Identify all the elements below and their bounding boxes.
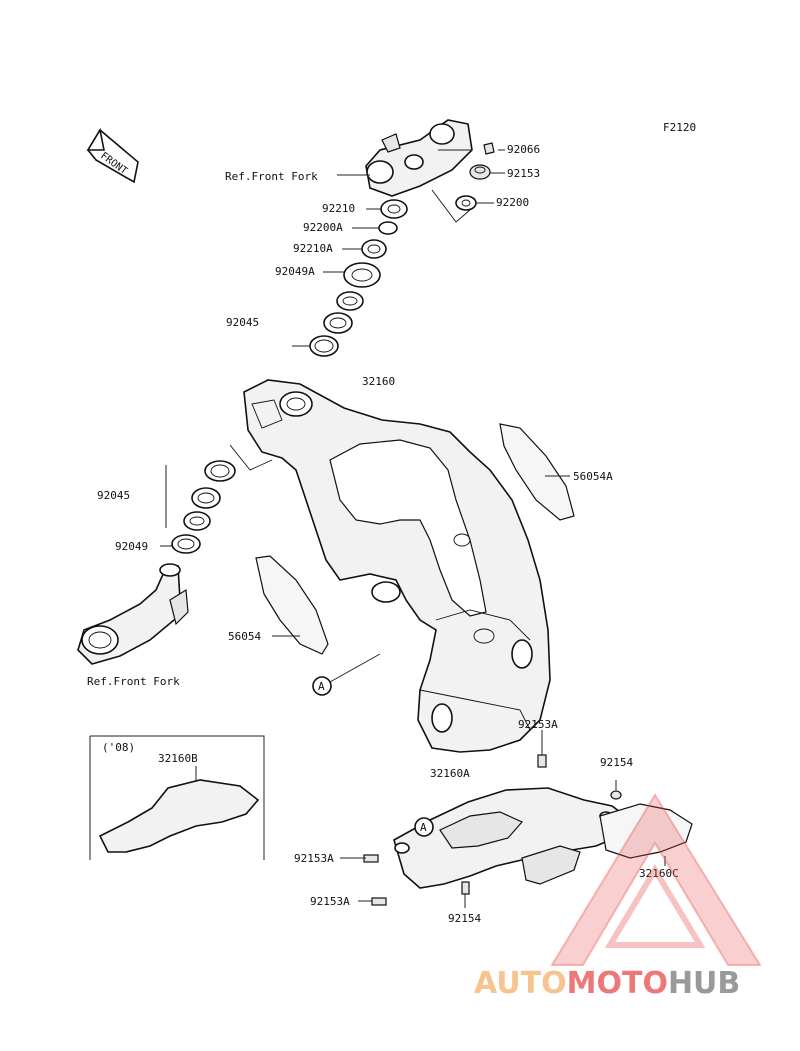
label-56054A: 56054A [573, 470, 613, 483]
inset-year: ('08) [102, 741, 135, 754]
label-92153A-bottom: 92153A [310, 895, 350, 908]
label-32160A: 32160A [430, 767, 470, 780]
label-92154-bottom: 92154 [448, 912, 481, 925]
bearing-upper [336, 291, 364, 311]
label-92066: 92066 [507, 143, 540, 156]
bolt-92153A-left [363, 854, 379, 863]
svg-text:AUTOMOTOHUB: AUTOMOTOHUB [474, 966, 740, 1001]
bolt-92154-top [610, 790, 622, 800]
front-arrow-icon: FRONT [86, 127, 139, 184]
nut-92153 [469, 164, 491, 180]
bearing-92045-top [323, 312, 353, 334]
inset-part-label: 32160B [158, 752, 198, 765]
figure-code: F2120 [663, 121, 696, 134]
main-frame-32160 [243, 379, 551, 753]
subframe-32160A [393, 787, 629, 889]
label-56054: 56054 [228, 630, 261, 643]
seal-92049A [343, 262, 381, 288]
washer-92200A [378, 221, 398, 235]
watermark-moto: MOTO [567, 966, 668, 1001]
watermark-auto: AUTO [474, 966, 567, 1001]
label-92049: 92049 [115, 540, 148, 553]
label-32160: 32160 [362, 375, 395, 388]
bearing-92045-mid [191, 487, 221, 509]
label-92200: 92200 [496, 196, 529, 209]
label-32160C: 32160C [639, 867, 679, 880]
label-92153: 92153 [507, 167, 540, 180]
watermark-triangle-icon [550, 793, 762, 966]
washer-92200 [455, 195, 477, 211]
callout-letter-subframe: A [420, 821, 427, 834]
label-92045-top: 92045 [226, 316, 259, 329]
bolt-92154-bottom [461, 881, 470, 895]
race-upper [309, 335, 339, 357]
race-lower [204, 460, 236, 482]
bolt-92153A-top [537, 730, 547, 768]
callout-a-frame: A [312, 653, 381, 696]
label-92154-top: 92154 [600, 756, 633, 769]
washer-92210 [380, 199, 408, 219]
frame-cover-56054A [499, 423, 575, 521]
frame-cover-56054 [255, 555, 329, 655]
lower-triple-clamp [77, 563, 189, 665]
nut-cap-92066 [483, 142, 495, 155]
label-ref-front-fork-top: Ref.Front Fork [225, 170, 318, 183]
callout-a-subframe: A [414, 817, 434, 837]
seal-92049 [171, 534, 201, 554]
watermark-hub: HUB [668, 966, 740, 1001]
label-92200A: 92200A [303, 221, 343, 234]
label-92153A-left: 92153A [294, 852, 334, 865]
callout-letter-frame: A [318, 680, 325, 693]
guard-32160C [599, 803, 693, 859]
washer-92210A [361, 239, 387, 259]
label-92210A: 92210A [293, 242, 333, 255]
upper-triple-clamp [365, 119, 473, 197]
bolt-92153A-bottom [371, 897, 387, 906]
label-92049A: 92049A [275, 265, 315, 278]
label-92153A-top: 92153A [518, 718, 558, 731]
bearing-lower [183, 511, 211, 531]
watermark-logo: AUTOMOTOHUB [474, 793, 762, 1001]
leader-lines [160, 149, 666, 908]
inset-box: ('08) 32160B [89, 735, 265, 860]
label-ref-front-fork-bottom: Ref.Front Fork [87, 675, 180, 688]
label-92045-mid: 92045 [97, 489, 130, 502]
label-92210: 92210 [322, 202, 355, 215]
